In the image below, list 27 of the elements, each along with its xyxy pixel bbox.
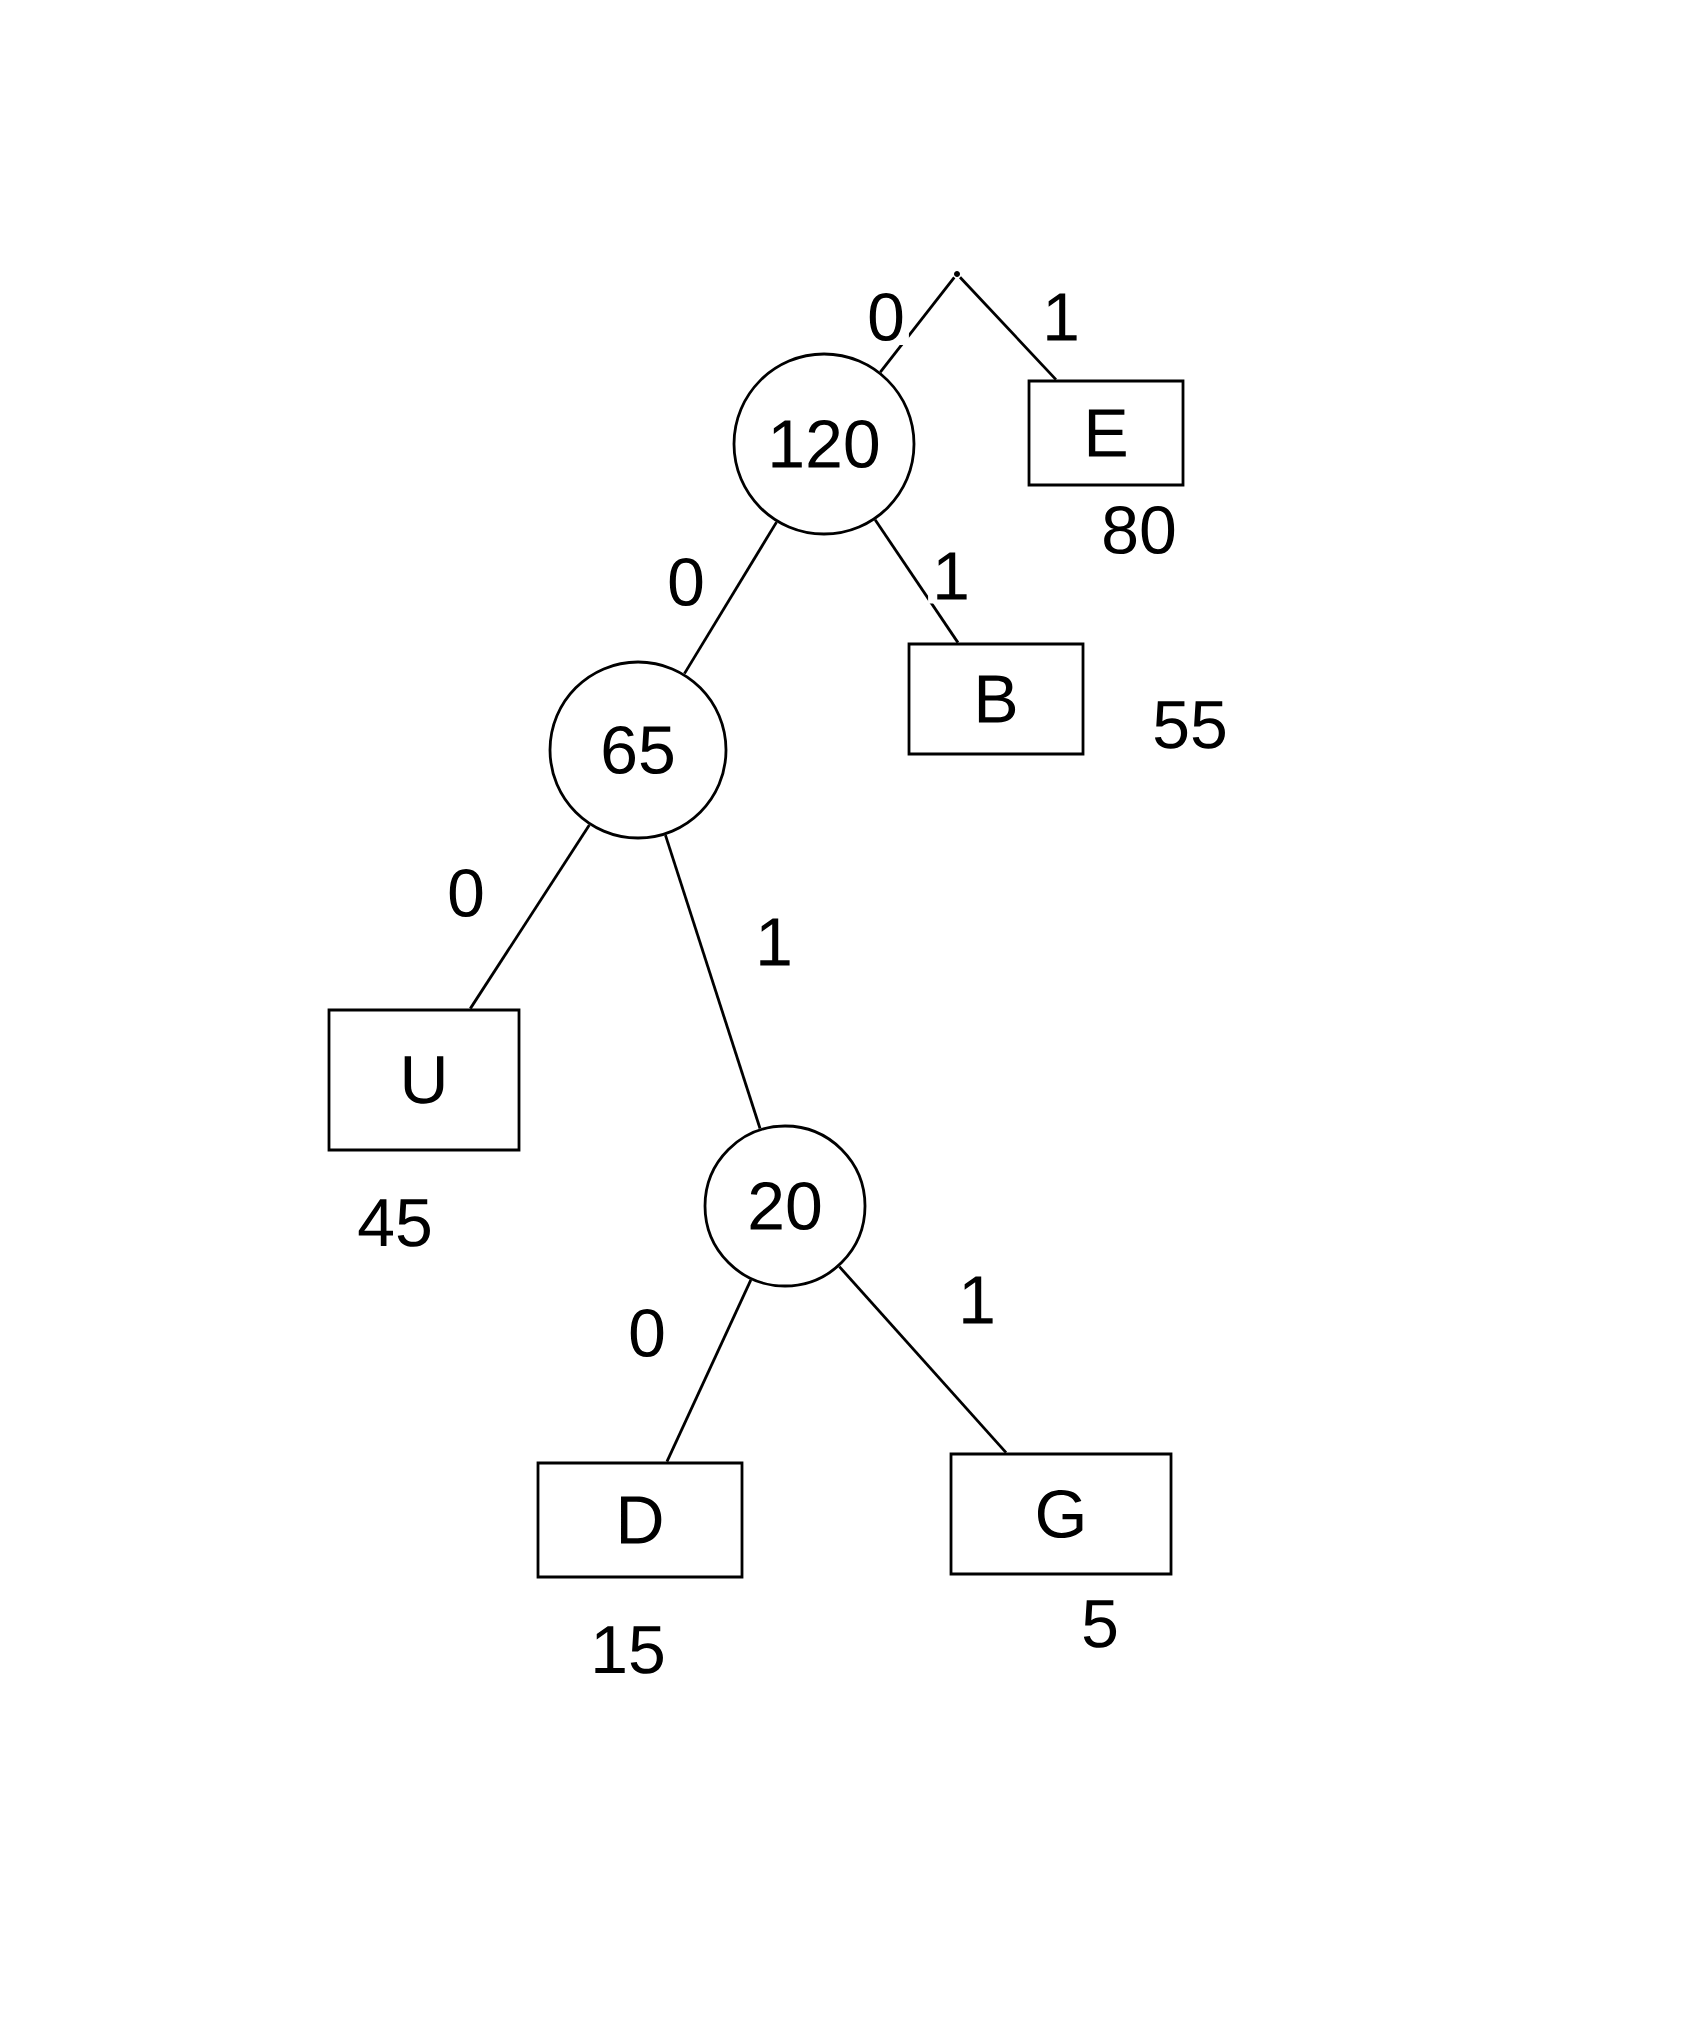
weight-label: 15 [595, 1626, 663, 1674]
edge-label: 0 [624, 1304, 670, 1362]
weight-label: 80 [1104, 505, 1175, 555]
tree-edge [879, 276, 956, 373]
tree-edge [959, 276, 1057, 381]
leaf-node-box: E [1027, 379, 1185, 487]
leaf-node-box: D [536, 1461, 744, 1579]
edge-label: 1 [954, 1272, 1000, 1328]
tree-edge [838, 1265, 1008, 1454]
tree-edge [664, 834, 762, 1129]
edge-label: 0 [863, 288, 909, 346]
edge-label: 1 [928, 548, 974, 604]
edge-label: 0 [663, 553, 709, 611]
tree-edge [665, 1279, 753, 1463]
tree-edge [469, 824, 591, 1010]
tree-edge [683, 521, 778, 675]
leaf-node-box: B [907, 642, 1085, 756]
weight-label: 55 [1154, 701, 1225, 749]
edge-label: 1 [1038, 289, 1084, 345]
leaf-node-box: U [327, 1008, 521, 1152]
weight-label: 5 [1083, 1600, 1117, 1648]
leaf-node-box: G [949, 1452, 1173, 1576]
tree-edge [873, 519, 960, 644]
weight-label: 45 [358, 1199, 430, 1247]
edge-label: 0 [443, 864, 489, 922]
edge-label: 1 [751, 914, 797, 970]
junction-point [954, 271, 960, 277]
